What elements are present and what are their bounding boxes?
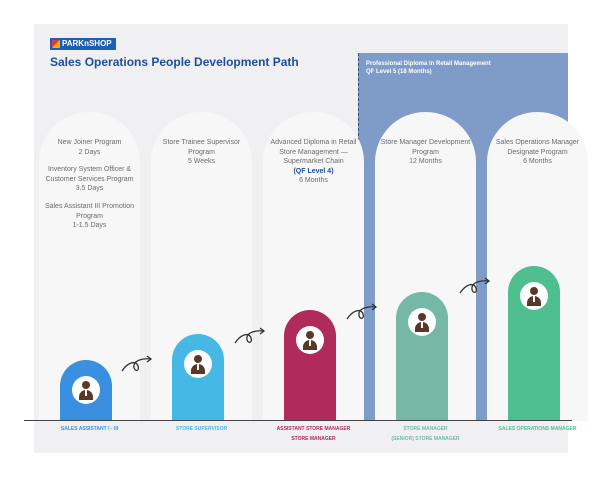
stage-column-sales-operations-manager: Sales Operations Manager Designate Progr… xyxy=(487,112,588,421)
page-title: Sales Operations People Development Path xyxy=(50,55,299,69)
role-label-store-manager: STORE MANAGER (SENIOR) STORE MANAGER xyxy=(375,426,476,443)
logo-text: PARKnSHOP xyxy=(62,39,112,48)
diploma-banner: Professional Diploma in Retail Managemen… xyxy=(366,60,562,76)
role-label-assistant-store-manager: ASSISTANT STORE MANAGER STORE MANAGER xyxy=(263,426,364,443)
stage-programs: New Joiner Program 2 Days Inventory Syst… xyxy=(39,138,140,239)
role-title: SALES ASSISTANT I - III xyxy=(60,426,119,432)
progression-arrow-icon xyxy=(459,277,491,294)
program-title: Advanced Diploma in Retail Store Managem… xyxy=(270,139,357,166)
person-icon xyxy=(296,326,324,354)
program-duration: 6 Months xyxy=(299,177,328,185)
program-duration: 1-1.5 Days xyxy=(72,222,107,230)
baseline-divider xyxy=(24,420,572,421)
role-title-secondary: (SENIOR) STORE MANAGER xyxy=(391,436,460,442)
stage-programs: Sales Operations Manager Designate Progr… xyxy=(487,138,588,175)
program-block: Sales Operations Manager Designate Progr… xyxy=(487,138,588,167)
program-title: Store Trainee Supervisor Program xyxy=(162,139,241,156)
program-block: Store Trainee Supervisor Program 5 Weeks xyxy=(151,138,252,167)
person-icon xyxy=(408,308,436,336)
progression-arrow-icon xyxy=(234,327,266,344)
program-title: New Joiner Program xyxy=(57,139,122,146)
role-title: SALES OPERATIONS MANAGER xyxy=(498,426,577,432)
role-title: STORE MANAGER xyxy=(403,426,448,432)
program-block: Store Manager Development Program 12 Mon… xyxy=(375,138,476,167)
program-duration: 3.5 Days xyxy=(75,185,104,193)
program-title: Sales Operations Manager Designate Progr… xyxy=(495,139,580,156)
stage-column-store-manager: Store Manager Development Program 12 Mon… xyxy=(375,112,476,421)
diploma-banner-line2: QF Level 5 (18 Months) xyxy=(366,69,432,75)
program-duration: 5 Weeks xyxy=(187,158,216,166)
program-duration: 12 Months xyxy=(409,158,442,166)
role-title-secondary: STORE MANAGER xyxy=(291,436,336,442)
role-title: ASSISTANT STORE MANAGER xyxy=(276,426,351,432)
stage-programs: Store Trainee Supervisor Program 5 Weeks xyxy=(151,138,252,175)
program-title: Store Manager Development Program xyxy=(380,139,471,156)
program-title: Sales Assistant III Promotion Program xyxy=(44,202,135,220)
program-duration: 6 Months xyxy=(523,158,552,166)
parknshop-logo: PARKnSHOP xyxy=(50,38,116,50)
program-block: Advanced Diploma in Retail Store Managem… xyxy=(263,138,364,186)
program-title: Inventory System Officer & Customer Serv… xyxy=(45,166,134,183)
program-qf-level: (QF Level 4) xyxy=(293,167,334,175)
stage-column-sales-assistant: New Joiner Program 2 Days Inventory Syst… xyxy=(39,112,140,421)
stage-programs: Store Manager Development Program 12 Mon… xyxy=(375,138,476,175)
stage-column-assistant-store-manager: Advanced Diploma in Retail Store Managem… xyxy=(263,112,364,421)
role-label-sales-operations-manager: SALES OPERATIONS MANAGER xyxy=(487,426,588,433)
progression-arrow-icon xyxy=(121,355,153,372)
program-block: New Joiner Program 2 Days xyxy=(39,138,140,157)
role-label-store-supervisor: STORE SUPERVISOR xyxy=(151,426,252,433)
role-title: STORE SUPERVISOR xyxy=(175,426,228,432)
diploma-banner-line1: Professional Diploma in Retail Managemen… xyxy=(366,61,491,67)
logo-mark-icon xyxy=(52,40,60,48)
stage-programs: Advanced Diploma in Retail Store Managem… xyxy=(263,138,364,194)
progression-arrow-icon xyxy=(346,303,378,320)
person-icon xyxy=(520,282,548,310)
role-label-sales-assistant: SALES ASSISTANT I - III xyxy=(39,426,140,433)
person-icon xyxy=(72,376,100,404)
person-icon xyxy=(184,350,212,378)
program-duration: 2 Days xyxy=(78,148,101,156)
program-block: Sales Assistant III Promotion Program 1-… xyxy=(39,202,140,231)
program-block: Inventory System Officer & Customer Serv… xyxy=(39,165,140,194)
stage-column-store-supervisor: Store Trainee Supervisor Program 5 Weeks xyxy=(151,112,252,421)
